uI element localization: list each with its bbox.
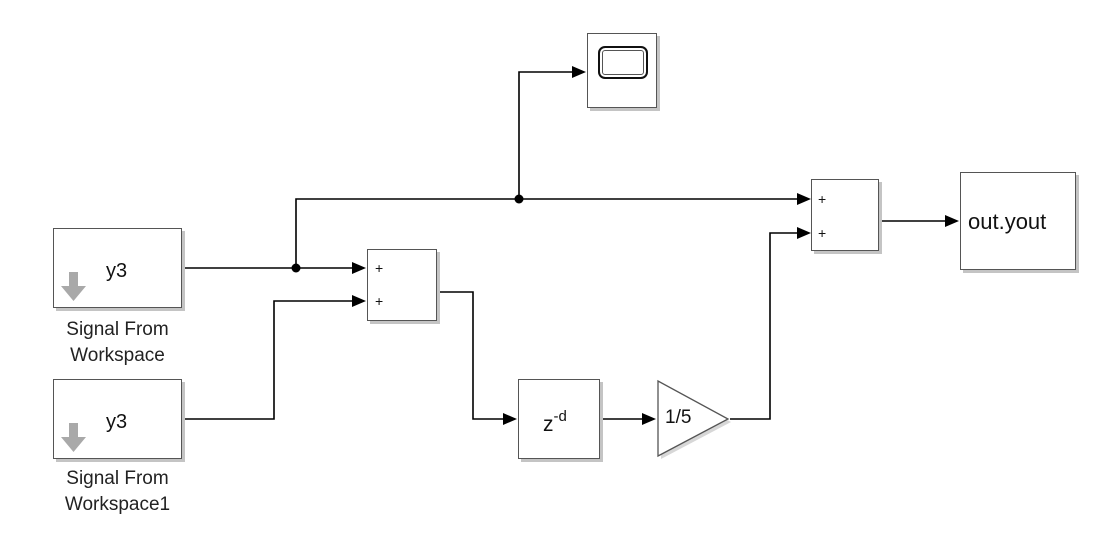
junction-dot-1 (291, 263, 301, 273)
arrowhead-sum1-in2 (352, 295, 366, 307)
delay-base: z (543, 413, 554, 436)
gain-label: 1/5 (665, 407, 692, 428)
signal-from-workspace-block[interactable]: y3 (53, 228, 182, 308)
source1-caption: Signal From Workspace (40, 317, 195, 369)
line-source2-to-sum1[interactable] (182, 300, 352, 420)
down-arrow-icon (61, 272, 86, 301)
arrowhead-sum2-in1 (797, 193, 811, 205)
source1-caption-line1: Signal From (66, 319, 169, 340)
arrowhead-gain (642, 413, 656, 425)
scope-screen-icon (598, 46, 648, 79)
arrowhead-delay (503, 413, 517, 425)
unit-delay-block[interactable]: z-d (518, 379, 600, 459)
delay-label: z-d (543, 408, 567, 437)
line-sum1-to-delay[interactable] (437, 291, 503, 420)
outport-block[interactable]: out.yout (960, 172, 1076, 270)
arrowhead-sum1-in1 (352, 262, 366, 274)
line-gain-to-sum2[interactable] (730, 232, 797, 420)
line-branch-up[interactable] (295, 198, 797, 268)
sum2-sign-2: + (818, 225, 827, 241)
source1-label: y3 (106, 260, 128, 282)
arrowhead-sum2-in2 (797, 227, 811, 239)
sum1-sign-2: + (375, 293, 384, 309)
source1-caption-line2: Workspace (70, 345, 165, 366)
arrowhead-scope (572, 66, 586, 78)
delay-exponent: -d (553, 408, 567, 425)
source2-caption-line2: Workspace1 (64, 494, 171, 515)
outport-label: out.yout (968, 209, 1047, 234)
source2-caption-line1: Signal From (66, 468, 169, 489)
source2-caption: Signal From Workspace1 (40, 466, 195, 518)
down-arrow-icon (61, 423, 86, 452)
signal-from-workspace1-block[interactable]: y3 (53, 379, 182, 459)
junction-dot-2 (514, 194, 524, 204)
source2-label: y3 (106, 411, 128, 433)
arrowhead-out (945, 215, 959, 227)
scope-block[interactable] (587, 33, 657, 108)
line-to-scope[interactable] (518, 71, 572, 199)
sum2-sign-1: + (818, 191, 827, 207)
gain-block-shape[interactable] (657, 379, 730, 458)
sum-block-1[interactable]: + + (367, 249, 437, 321)
sum1-sign-1: + (375, 260, 384, 276)
sum-block-2[interactable]: + + (811, 179, 879, 251)
